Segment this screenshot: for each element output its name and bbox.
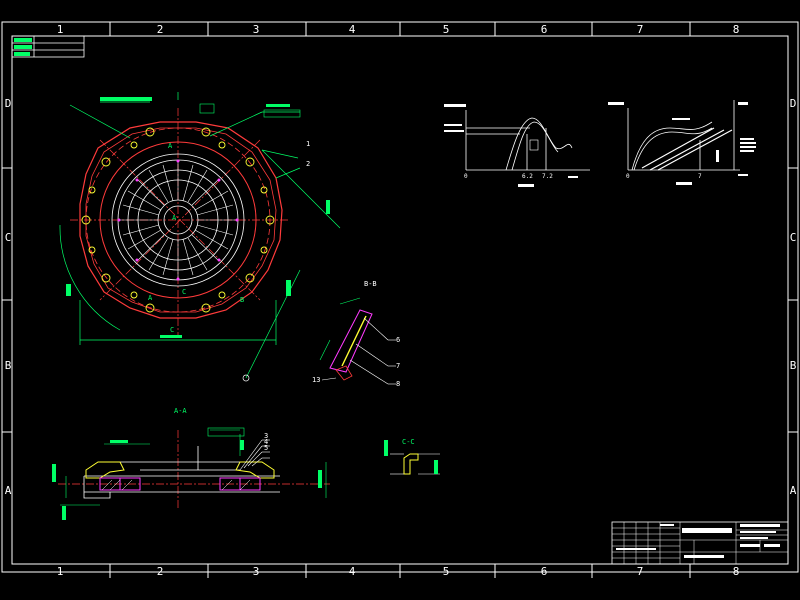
front-view-pressure-plate: A A A B C C 1 2 xyxy=(59,92,341,382)
row-label-c-right: C xyxy=(790,231,797,244)
section-marker-a-bottom: A xyxy=(148,294,153,302)
section-marker-c-bottom: C xyxy=(170,326,174,334)
column-label-4-bottom: 4 xyxy=(349,565,356,578)
cover-outline xyxy=(79,121,283,319)
section-marker-b: B xyxy=(240,296,244,304)
section-bb-view: B-B 6 7 8 13 xyxy=(312,280,400,388)
balloon-1-front: 1 xyxy=(306,140,310,148)
column-label-7-bottom: 7 xyxy=(637,565,644,578)
balloon-5: 5 xyxy=(264,444,268,452)
balloon-6: 6 xyxy=(396,336,400,344)
title-block xyxy=(611,521,789,565)
column-label-3: 3 xyxy=(253,23,260,36)
section-aa-view: A-A xyxy=(52,407,330,520)
diaphragm-fingers xyxy=(120,162,236,278)
row-label-a: A xyxy=(5,484,12,497)
column-label-2-bottom: 2 xyxy=(157,565,164,578)
bolt-holes xyxy=(81,127,275,313)
graph2-xtick-0: 0 xyxy=(626,173,630,180)
section-marker-a-top: A xyxy=(168,142,173,150)
section-marker-c-mid: C xyxy=(182,288,186,296)
graph1-xtick-1: 6.2 xyxy=(522,173,533,180)
column-label-8: 8 xyxy=(733,23,740,36)
column-label-4: 4 xyxy=(349,23,356,36)
balloon-13: 13 xyxy=(312,376,320,384)
graph1-xtick-2: 7.2 xyxy=(542,173,553,180)
column-label-5-bottom: 5 xyxy=(443,565,450,578)
column-label-7: 7 xyxy=(637,23,644,36)
graph2-xtick-1: 7 xyxy=(698,173,702,180)
row-label-d-right: D xyxy=(790,97,797,110)
column-label-3-bottom: 3 xyxy=(253,565,260,578)
row-label-d: D xyxy=(5,97,12,110)
balloon-4: 4 xyxy=(264,438,268,446)
column-label-1-bottom: 1 xyxy=(57,565,64,578)
column-label-6: 6 xyxy=(541,23,548,36)
balloon-7: 7 xyxy=(396,362,400,370)
row-label-c: C xyxy=(5,231,12,244)
characteristic-graph-2: 0 7 xyxy=(608,100,756,185)
section-aa-title: A-A xyxy=(174,407,187,415)
drawing-frame xyxy=(1,21,799,578)
revision-stamp xyxy=(11,35,85,58)
balloon-3: 3 xyxy=(264,432,268,440)
column-label-6-bottom: 6 xyxy=(541,565,548,578)
row-label-b-right: B xyxy=(790,359,797,372)
section-bb-title: B-B xyxy=(364,280,377,288)
graph1-xtick-0: 0 xyxy=(464,173,468,180)
row-label-b: B xyxy=(5,359,12,372)
column-label-1: 1 xyxy=(57,23,64,36)
row-label-a-right: A xyxy=(790,484,797,497)
section-cc-view: C-C xyxy=(384,438,440,475)
column-label-2: 2 xyxy=(157,23,164,36)
section-cc-title: C-C xyxy=(402,438,415,446)
section-marker-a-mid: A xyxy=(172,214,177,222)
balloon-2-front: 2 xyxy=(306,160,310,168)
column-label-8-bottom: 8 xyxy=(733,565,740,578)
balloon-8: 8 xyxy=(396,380,400,388)
column-label-5: 5 xyxy=(443,23,450,36)
characteristic-graph-1: 0 6.2 7.2 xyxy=(444,104,590,187)
